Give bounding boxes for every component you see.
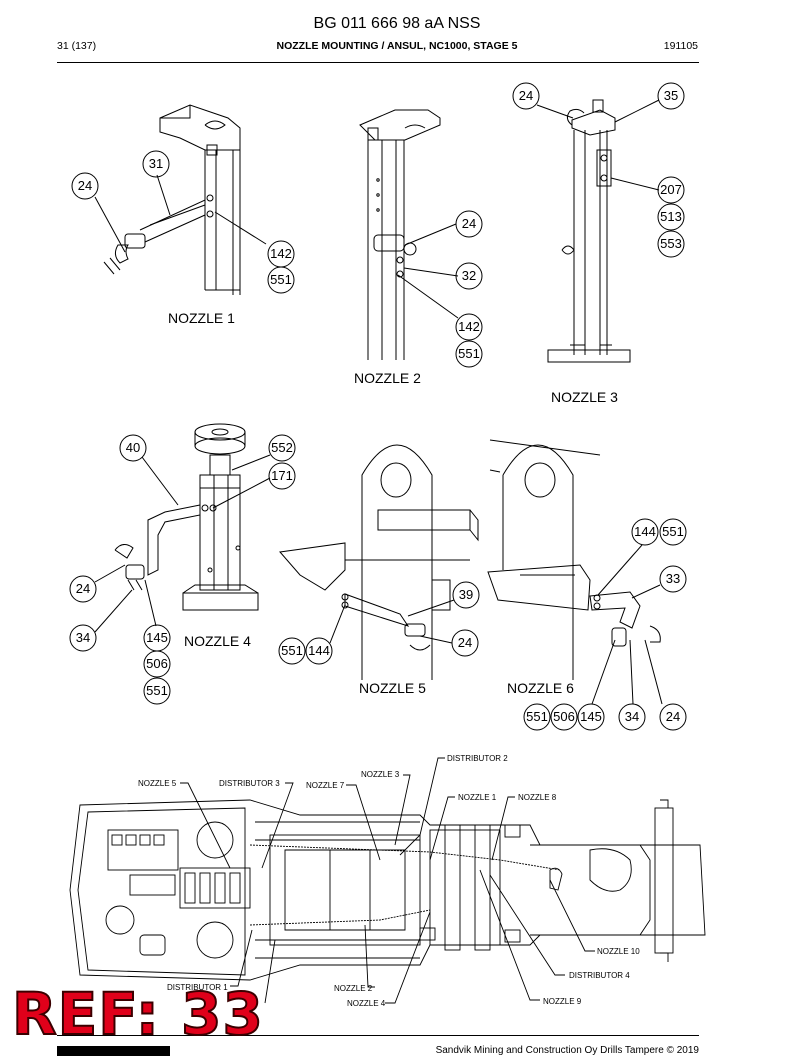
label-distributor2: DISTRIBUTOR 2 [447,754,508,763]
reference-overlay: REF: 33 [11,980,264,1048]
callout: 552 [271,440,293,455]
callout: 24 [665,709,681,724]
label-distributor1: DISTRIBUTOR 1 [167,983,228,992]
callout: 551 [146,683,168,698]
label-nozzle7: NOZZLE 7 [306,781,345,790]
section-title: NOZZLE MOUNTING / ANSUL, NC1000, STAGE 5 [276,40,518,52]
callout: 24 [461,216,477,231]
callout: 551 [458,346,480,361]
callout: 40 [125,440,141,455]
callout: 33 [665,571,681,586]
callout: 207 [660,182,682,197]
nozzle3-view [512,82,685,363]
footer-rule [57,1035,699,1036]
header-rule [57,62,699,63]
callout: 144 [308,643,330,658]
callout: 24 [518,88,534,103]
nozzle3-title: NOZZLE 3 [551,389,618,405]
callout: 553 [660,236,682,251]
label-nozzle2: NOZZLE 2 [334,984,373,993]
callout: 144 [634,524,656,539]
nozzle5-view [278,444,480,680]
callout: 551 [270,272,292,287]
callout: 513 [660,209,682,224]
callout: 142 [458,319,480,334]
callout: 24 [75,581,91,596]
callout: 551 [662,524,684,539]
callout: 32 [461,268,477,283]
label-nozzle8: NOZZLE 8 [518,793,557,802]
callout: 506 [146,656,168,671]
page-number: 31 (137) [57,40,97,52]
label-nozzle5: NOZZLE 5 [138,779,177,788]
callout: 506 [553,709,575,724]
callout: 39 [458,587,474,602]
revision-date: 191105 [663,40,698,52]
nozzle2-title: NOZZLE 2 [354,370,421,386]
callout: 34 [624,709,640,724]
label-nozzle9: NOZZLE 9 [543,997,582,1006]
callout: 142 [270,246,292,261]
label-nozzle4: NOZZLE 4 [347,999,386,1008]
callout: 34 [75,630,91,645]
document-id: BG 011 666 98 aA NSS [313,15,481,32]
callout: 24 [457,635,473,650]
label-nozzle3: NOZZLE 3 [361,770,400,779]
label-distributor4: DISTRIBUTOR 4 [569,971,630,980]
callout: 24 [77,178,93,193]
callout: 551 [526,709,548,724]
copyright: Sandvik Mining and Construction Oy Drill… [435,1045,699,1056]
chassis-overview [69,757,706,1004]
label-distributor3: DISTRIBUTOR 3 [219,779,280,788]
nozzle6-title: NOZZLE 6 [507,680,574,696]
callout: 171 [271,468,293,483]
nozzle5-title: NOZZLE 5 [359,680,426,696]
callout: 551 [281,643,303,658]
nozzle6-view [487,439,687,731]
nozzle4-view [69,423,296,705]
callout: 145 [146,630,168,645]
label-nozzle10: NOZZLE 10 [597,947,640,956]
callout: 145 [580,709,602,724]
company-logo [57,1046,170,1056]
callout: 31 [148,156,164,171]
nozzle1-title: NOZZLE 1 [168,310,235,326]
nozzle4-title: NOZZLE 4 [184,633,251,649]
label-nozzle1: NOZZLE 1 [458,793,497,802]
nozzle2-view [359,109,483,368]
nozzle1-view [71,104,295,295]
callout: 35 [663,88,679,103]
